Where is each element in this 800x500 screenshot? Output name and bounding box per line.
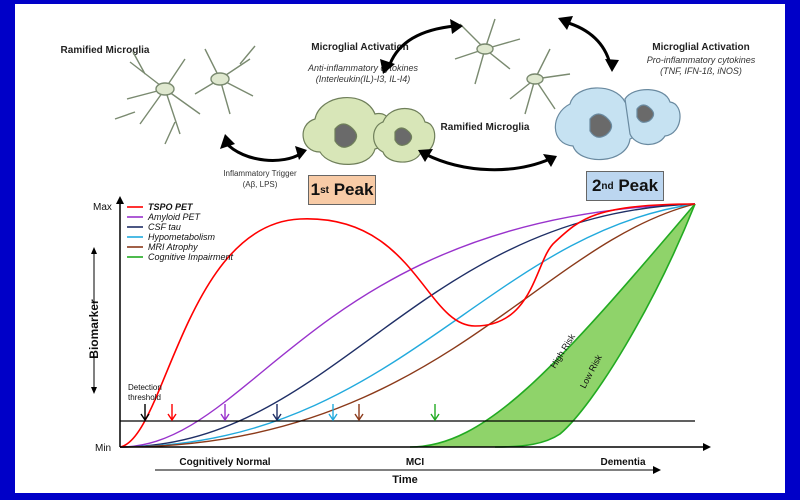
detection-arrow-cognitive xyxy=(430,404,440,422)
activated-microglia-pro-icon xyxy=(554,87,681,160)
legend-label-3: Hypometabolism xyxy=(148,232,216,242)
cognitive-risk-region xyxy=(410,204,695,447)
detection-arrow-mri xyxy=(354,404,364,422)
trigger-line1: Inflammatory Trigger xyxy=(223,169,297,178)
curve-cognitive-low xyxy=(494,203,696,448)
activation-pro-title: Microglial Activation xyxy=(652,42,749,53)
legend-label-4: MRI Atrophy xyxy=(148,242,198,252)
detection-arrow-csf-tau xyxy=(272,404,282,422)
cycle-arrows xyxy=(223,20,612,172)
ramified-microglia-center-icon xyxy=(454,18,571,115)
legend-label-5: Cognitive Impairment xyxy=(148,252,234,262)
ramified-microglia-left-icon xyxy=(114,45,256,145)
detection-threshold-label-1: Detection xyxy=(128,383,162,392)
y-min-label: Min xyxy=(95,443,111,454)
figure-canvas: Ramified Microglia Microglial Activation… xyxy=(15,4,785,493)
curve-amyloid xyxy=(119,203,696,448)
ramified-center-label: Ramified Microglia xyxy=(441,122,530,133)
detection-arrow-hypometabolism xyxy=(328,404,338,422)
ramified-left-label: Ramified Microglia xyxy=(61,45,150,56)
peak2-word: Peak xyxy=(613,176,659,195)
detection-arrows xyxy=(140,404,440,422)
curve-cognitive-high xyxy=(409,203,696,448)
peak2-num: 2 xyxy=(591,176,602,195)
legend-label-0: TSPO PET xyxy=(148,202,194,212)
activated-microglia-anti-icon xyxy=(302,97,436,165)
curve-csf-tau xyxy=(119,203,696,448)
biomarker-chart: Max Min Biomarker Detection threshold Hi… xyxy=(87,196,711,486)
stage-dementia-label: Dementia xyxy=(600,457,645,468)
arrow-top-right xyxy=(564,20,612,65)
activation-pro-line1: Pro-inflammatory cytokines xyxy=(647,55,756,65)
trigger-line2: (Aβ, LPS) xyxy=(243,180,278,189)
curve-tspo xyxy=(119,203,696,448)
peak1-sup: st xyxy=(320,184,329,196)
y-label-arrow-up xyxy=(91,247,97,254)
figure-svg: Ramified Microglia Microglial Activation… xyxy=(61,16,756,486)
y-max-label: Max xyxy=(93,202,112,213)
activation-anti-line1: Anti-inflammatory cytokines xyxy=(307,63,419,73)
x-axis-label: Time xyxy=(392,474,417,486)
stage-mci-label: MCI xyxy=(406,457,425,468)
detection-threshold-label-2: threshold xyxy=(128,393,161,402)
activation-pro-line2: (TNF, IFN-1ß, iNOS) xyxy=(660,66,742,76)
peak2-sup: nd xyxy=(601,180,614,192)
arrow-top-left xyxy=(388,24,456,65)
time-axis-arrowhead xyxy=(653,466,661,474)
detection-arrow-black xyxy=(140,404,150,422)
arrow-center-bottom xyxy=(424,152,551,172)
detection-arrow-amyloid xyxy=(220,404,230,422)
curve-hypometabolism xyxy=(119,203,696,448)
legend-label-1: Amyloid PET xyxy=(147,212,202,222)
y-label-arrow-down xyxy=(91,387,97,394)
arrow-left-cycle xyxy=(223,140,301,162)
y-axis-label: Biomarker xyxy=(87,299,101,359)
y-axis-arrowhead xyxy=(116,196,124,204)
cycle-arrowheads xyxy=(220,16,619,167)
peak1-word: Peak xyxy=(328,180,374,199)
x-axis-arrowhead xyxy=(703,443,711,451)
curve-mri-atrophy xyxy=(119,203,696,448)
detection-arrow-tspo xyxy=(167,404,177,422)
activation-anti-line2: (Interleukin(IL)-I3, IL-I4) xyxy=(316,74,411,84)
stage-normal-label: Cognitively Normal xyxy=(179,457,270,468)
legend-label-2: CSF tau xyxy=(148,222,181,232)
activation-anti-title: Microglial Activation xyxy=(311,42,408,53)
peak1-num: 1 xyxy=(310,180,321,199)
